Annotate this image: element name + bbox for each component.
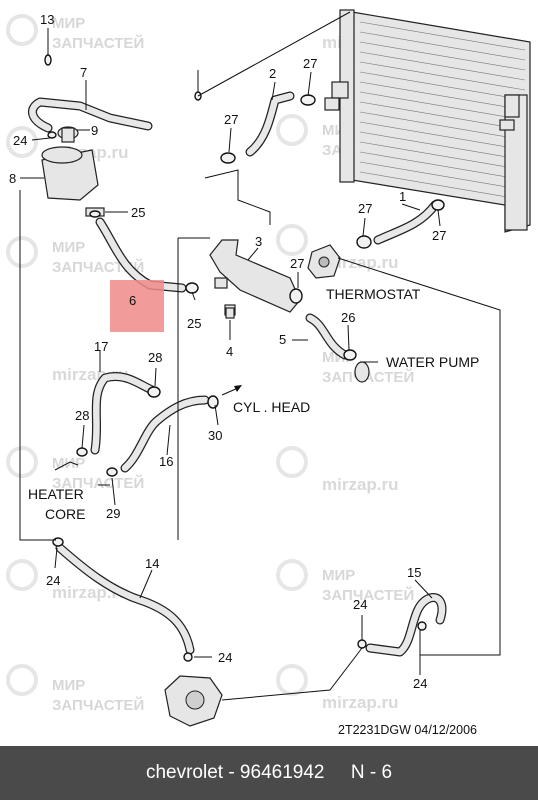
heater-core-label: CORE <box>45 506 85 522</box>
callout-label: 27 <box>303 56 317 71</box>
callouts: 13 7 24 9 8 25 6 2 27 27 27 1 27 27 3 26… <box>9 12 446 691</box>
callout-label: 13 <box>40 12 54 27</box>
radiator <box>324 9 531 233</box>
watermark-site: mirzap.ru <box>322 475 399 494</box>
callout-label: 9 <box>91 123 98 138</box>
callout-label: 24 <box>46 573 60 588</box>
water-pump-stub <box>354 361 370 383</box>
callout-label: 15 <box>407 565 421 580</box>
callout-label: 4 <box>226 344 233 359</box>
callout-label: 3 <box>255 234 262 249</box>
footer-text: chevrolet - 96461942 N - 6 <box>145 762 393 783</box>
callout-label: 25 <box>131 205 145 220</box>
callout-label: 24 <box>353 597 367 612</box>
callout-label: 24 <box>13 133 27 148</box>
callout-label: 24 <box>218 650 232 665</box>
watermark-line1: МИР <box>52 239 85 256</box>
callout-label: 1 <box>399 189 406 204</box>
callout-label: 2 <box>269 66 276 81</box>
callout-label: 14 <box>145 556 159 571</box>
clamps <box>44 54 445 662</box>
bolt <box>225 307 235 319</box>
lower-pump <box>164 675 223 727</box>
callout-label: 28 <box>75 408 89 423</box>
callout-label: 27 <box>432 228 446 243</box>
heater-core-label: HEATER <box>28 486 84 502</box>
watermark-line1: МИР <box>52 677 85 694</box>
callout-label-highlighted: 6 <box>129 293 136 308</box>
watermark-site: mirzap.ru <box>322 693 399 712</box>
thermostat-label: THERMOSTAT <box>326 286 421 302</box>
callout-label: 8 <box>9 171 16 186</box>
callout-label: 7 <box>80 65 87 80</box>
cyl-head-label: CYL . HEAD <box>233 399 310 415</box>
callout-label: 27 <box>224 112 238 127</box>
surge-tank <box>41 126 105 217</box>
callout-label: 25 <box>187 316 201 331</box>
highlight-box <box>110 280 164 332</box>
callout-label: 16 <box>159 454 173 469</box>
footer-bar: chevrolet - 96461942 N - 6 <box>0 746 538 800</box>
watermark-line1: МИР <box>52 15 85 32</box>
callout-label: 28 <box>148 350 162 365</box>
leader-lines <box>19 11 501 701</box>
watermark-line2: ЗАПЧАСТЕЙ <box>322 586 414 604</box>
watermark-line1: МИР <box>322 567 355 584</box>
callout-label: 27 <box>290 256 304 271</box>
callout-label: 29 <box>106 506 120 521</box>
watermark-line1: МИР <box>52 455 85 472</box>
thermostat-housing <box>307 244 341 279</box>
watermark-line2: ЗАПЧАСТЕЙ <box>52 34 144 52</box>
callout-label: 30 <box>208 428 222 443</box>
callout-label: 27 <box>358 201 372 216</box>
labels: THERMOSTAT WATER PUMP CYL . HEAD HEATER … <box>28 286 479 737</box>
watermark-line2: ЗАПЧАСТЕЙ <box>52 474 144 492</box>
callout-label: 5 <box>279 332 286 347</box>
water-pump-label: WATER PUMP <box>386 354 479 370</box>
callout-label: 24 <box>413 676 427 691</box>
drawing-reference: 2T2231DGW 04/12/2006 <box>338 723 477 737</box>
callout-label: 26 <box>341 310 355 325</box>
watermark-site: mirzap.ru <box>322 253 399 272</box>
hoses <box>28 91 447 657</box>
watermark-logo-icon <box>6 14 308 696</box>
diagram-canvas: МИР ЗАПЧАСТЕЙ mirzap.ru МИР ЗАПЧАСТЕЙ mi… <box>6 9 531 737</box>
watermark-line2: ЗАПЧАСТЕЙ <box>52 696 144 714</box>
callout-label: 17 <box>94 339 108 354</box>
